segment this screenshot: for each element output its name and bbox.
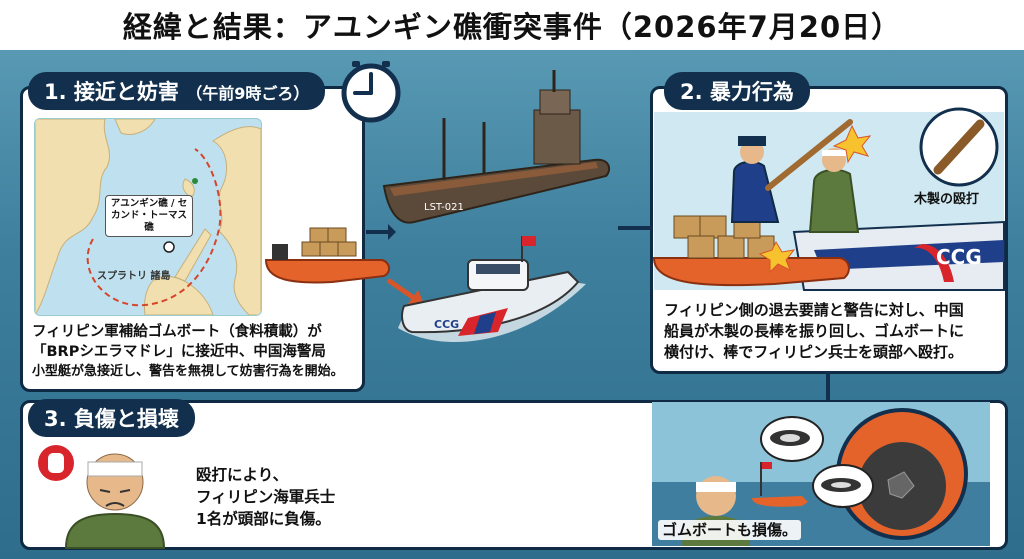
map-land [35,119,261,315]
ccg-hull-label: CCG [936,245,982,269]
caption-line: フィリピン軍補給ゴムボート（食料積載）が [32,324,322,340]
step2-label: 2. 暴力行為 [664,72,810,110]
step3-label: 3. 負傷と損壊 [28,399,195,437]
arrow-icon [618,226,652,230]
supply-rubber-boat [264,227,390,284]
caption-line: 小型艇が急接近し、警告を無視して妨害行為を開始。 [32,364,344,379]
step1-label: 1. 接近と妨害 （午前9時ごろ） [28,72,326,110]
brp-sierra-madre-ship: LST-021 [382,70,611,224]
stick-inset-label: 木製の殴打 [914,192,980,207]
caption-line: 1名が頭部に負傷。 [196,510,331,528]
damage-caption: ゴムボートも損傷。 [658,520,802,540]
step2-caption: フィリピン側の退去要請と警告に対し、中国 船員が木製の長棒を振り回し、ゴムボート… [664,300,1004,363]
caption-line: 船員が木製の長棒を振り回し、ゴムボートに [664,322,965,340]
arrow-icon [366,224,396,240]
boarding-scene: CCG [652,112,1005,291]
injured-soldier [64,453,166,549]
caption-line: 殴打により、 [196,466,289,484]
step3-caption: 殴打により、 フィリピン海軍兵士 1名が頭部に負傷。 [196,464,335,530]
ccg-boat-label: CCG [434,318,459,331]
step1-time: （午前9時ごろ） [186,84,310,103]
ship-hull-label: LST-021 [424,202,464,213]
caption-line: 横付け、棒でフィリピン兵士を頭部へ殴打。 [664,343,963,361]
stop-hand-icon [38,445,74,481]
page-title: 経緯と結果：アユンギン礁衝突事件（2026年7月20日） [122,10,902,44]
damage-scene [652,402,990,546]
map-label-spratly: スプラトリ 諸島 [97,271,171,282]
ccg-patrol-boat: CCG [398,236,586,343]
title-bar: 経緯と結果：アユンギン礁衝突事件（2026年7月20日） [0,0,1024,50]
damaged-boat-icon [821,478,861,492]
step1-caption: フィリピン軍補給ゴムボート（食料積載）が 「BRPシエラマドレ」に接近中、中国海… [32,322,362,382]
caption-line: フィリピン側の退去要請と警告に対し、中国 [664,301,964,319]
map-south-china-sea: アユンギン礁 / セカンド・トーマス礁 スプラトリ 諸島 [34,118,262,316]
step1-label-text: 1. 接近と妨害 [44,80,179,104]
arrow-icon [386,277,424,304]
caption-line: フィリピン海軍兵士 [196,488,336,506]
caption-line: 「BRPシエラマドレ」に接近中、中国海警局 [32,344,326,360]
clock-icon [341,61,401,123]
map-label-reef: アユンギン礁 / セカンド・トーマス礁 [105,195,193,237]
wooden-stick-inset [919,107,999,187]
damaged-boat-icon [770,430,810,446]
